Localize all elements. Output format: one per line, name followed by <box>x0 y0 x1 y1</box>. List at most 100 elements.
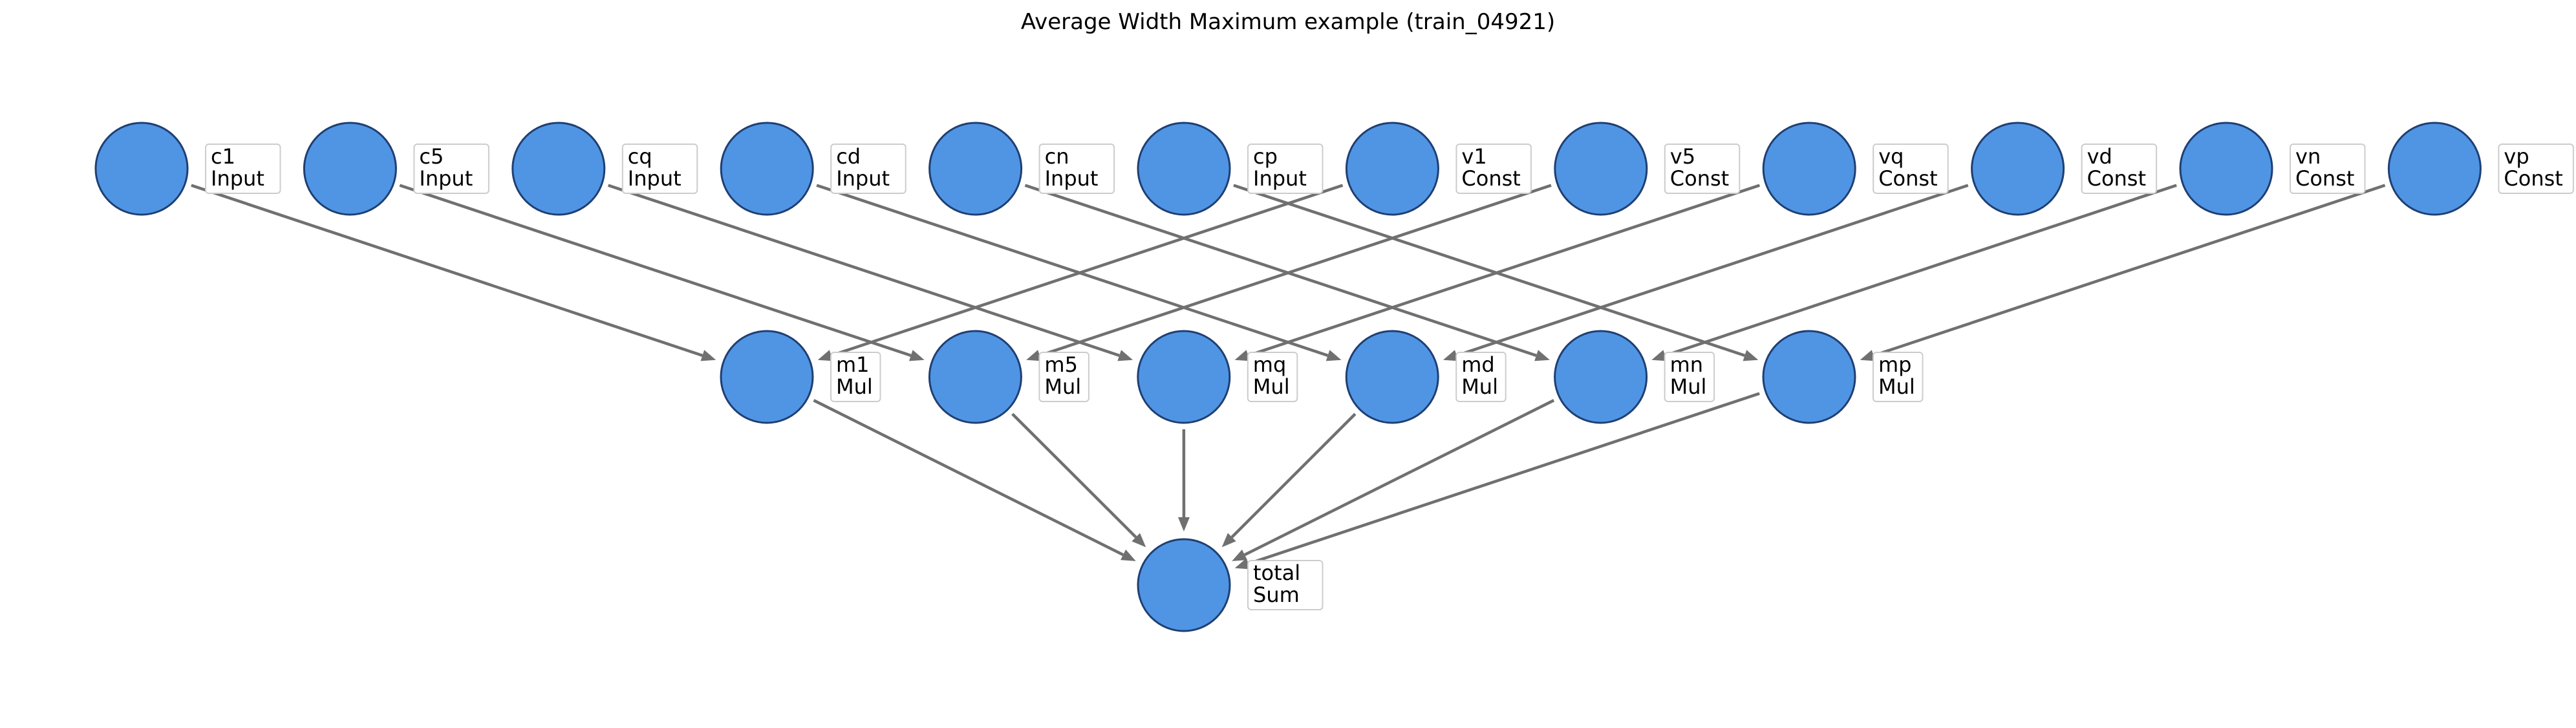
edge-m1-to-total <box>813 399 1136 561</box>
arrow-head-icon <box>700 350 716 361</box>
edge-mq-to-total <box>1177 429 1190 531</box>
node-circle[interactable] <box>2179 122 2273 216</box>
arrow-head-icon <box>1026 350 1042 361</box>
node-circle[interactable] <box>720 122 814 216</box>
node-name-label: mp <box>1878 352 1911 377</box>
edge-md-to-total <box>1221 412 1357 548</box>
edge-vq-to-mq <box>1234 184 1761 361</box>
node-circle[interactable] <box>928 330 1022 424</box>
edges-layer <box>191 184 2386 570</box>
edge-line <box>830 184 1344 357</box>
node-type-label: Input <box>1253 166 1307 191</box>
node-circle[interactable] <box>1137 330 1231 424</box>
node-circle[interactable] <box>1554 330 1648 424</box>
node-label-box <box>2290 144 2366 194</box>
edge-line <box>607 184 1120 357</box>
edge-c5-to-m5 <box>399 184 925 361</box>
edge-line <box>1024 184 1537 357</box>
node-label-box <box>1664 352 1715 402</box>
node-name-label: mq <box>1253 352 1286 377</box>
node-label-box <box>1247 560 1324 610</box>
node-type-label: Sum <box>1253 583 1300 607</box>
node-label-box <box>2498 144 2574 194</box>
node-name-label: vn <box>2295 144 2321 169</box>
node-name-label: cd <box>836 144 861 169</box>
node-label-box <box>1247 144 1324 194</box>
node-name-label: m1 <box>836 352 870 377</box>
node-circle[interactable] <box>1137 538 1231 632</box>
edge-line <box>399 184 912 357</box>
edge-cq-to-mq <box>607 184 1133 361</box>
node-circle[interactable] <box>1345 122 1439 216</box>
node-label-box <box>413 144 489 194</box>
edge-mn-to-total <box>1232 399 1555 561</box>
edge-m5-to-total <box>1011 412 1146 548</box>
arrow-head-icon <box>1534 350 1550 361</box>
edge-line <box>1456 184 1969 357</box>
node-circle[interactable] <box>1345 330 1439 424</box>
edge-cd-to-md <box>816 184 1342 361</box>
arrow-head-icon <box>1121 550 1136 561</box>
arrow-head-icon <box>1177 517 1190 531</box>
node-label-box <box>1455 352 1507 402</box>
edge-vp-to-mp <box>1860 184 2386 361</box>
node-circle[interactable] <box>1971 122 2065 216</box>
node-circle[interactable] <box>1762 122 1856 216</box>
node-type-label: Input <box>628 166 682 191</box>
edge-cn-to-mn <box>1024 184 1550 361</box>
node-circle[interactable] <box>1762 330 1856 424</box>
arrow-head-icon <box>1326 350 1342 361</box>
node-type-label: Mul <box>836 374 873 399</box>
node-type-label: Const <box>2504 166 2562 191</box>
edge-line <box>1873 184 2386 357</box>
node-name-label: vd <box>2087 144 2112 169</box>
node-type-label: Const <box>2295 166 2354 191</box>
edge-line <box>816 184 1329 357</box>
node-circle[interactable] <box>1137 122 1231 216</box>
edge-line <box>1664 184 2177 357</box>
node-type-label: Input <box>1045 166 1099 191</box>
node-label-box <box>1873 352 1924 402</box>
node-circle[interactable] <box>511 122 606 216</box>
edge-line <box>191 184 703 357</box>
node-type-label: Mul <box>1461 374 1498 399</box>
arrow-head-icon <box>1860 350 1876 361</box>
edge-line <box>1039 184 1552 357</box>
node-label-box <box>2081 144 2158 194</box>
node-label-box <box>1455 144 1532 194</box>
node-circle[interactable] <box>2387 122 2482 216</box>
arrow-head-icon <box>1443 350 1459 361</box>
node-name-label: vp <box>2504 144 2529 169</box>
node-circle[interactable] <box>928 122 1023 216</box>
arrow-head-icon <box>1117 350 1133 361</box>
node-label-box <box>205 144 281 194</box>
arrow-head-icon <box>1651 350 1668 361</box>
node-circle[interactable] <box>303 122 397 216</box>
node-circle[interactable] <box>720 330 814 424</box>
node-circle[interactable] <box>1554 122 1648 216</box>
node-circle[interactable] <box>94 122 189 216</box>
edge-line <box>813 399 1124 557</box>
node-name-label: c5 <box>419 144 444 169</box>
node-name-label: md <box>1461 352 1494 377</box>
